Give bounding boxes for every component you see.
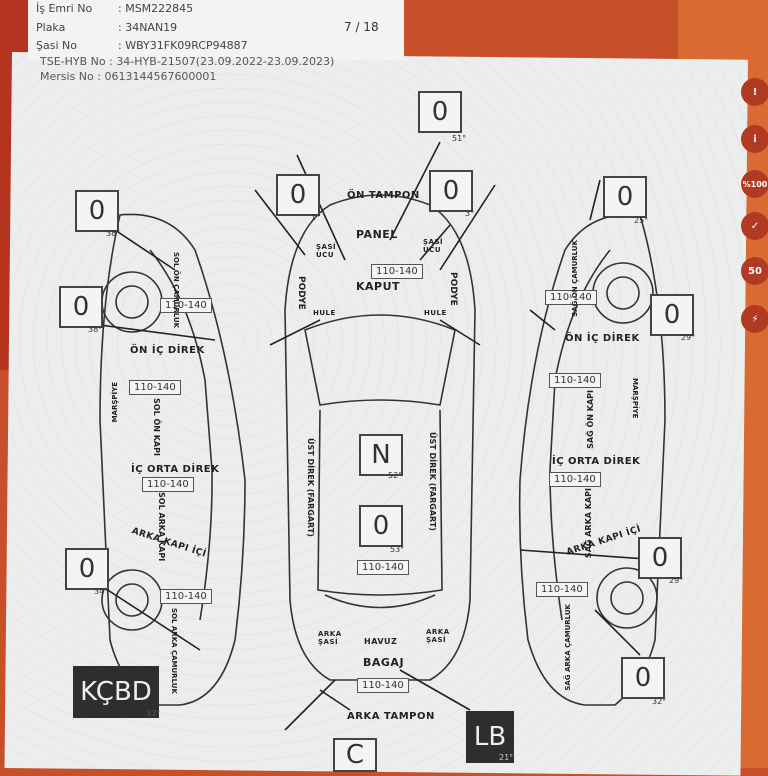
code-bagaj: 110-140 bbox=[357, 678, 409, 693]
box-right-rear: 0 bbox=[638, 537, 682, 579]
label-hule-left: HULE bbox=[313, 309, 336, 317]
label-sol-arka-kapi: SOL ARKA KAPI bbox=[157, 492, 166, 562]
box-c: C bbox=[333, 738, 377, 772]
plaka-label: Plaka bbox=[36, 21, 66, 34]
deg-roof: 52° bbox=[388, 471, 403, 480]
sasi-value: : WBY31FK09RCP94887 bbox=[118, 39, 248, 52]
box-left-rear: 0 bbox=[65, 548, 109, 590]
label-ic-orta-direk-left: İÇ ORTA DİREK bbox=[131, 464, 220, 475]
label-bagaj: BAGAJ bbox=[363, 656, 405, 669]
code-right-rear: 110-140 bbox=[536, 582, 588, 597]
code-trunk: 110-140 bbox=[357, 560, 409, 575]
percent-badge-icon: %100 bbox=[741, 170, 768, 198]
info-badge-icon: i bbox=[741, 125, 768, 153]
box-front-right: 0 bbox=[429, 170, 473, 212]
label-sag-on-camurluk: SAĞ ÖN ÇAMURLUK bbox=[571, 240, 579, 317]
box-trunk-lid: 0 bbox=[359, 505, 403, 547]
plaka-value: : 34NAN19 bbox=[118, 21, 178, 34]
label-ust-direk-right: ÜST DİREK (FARGART) bbox=[428, 432, 437, 531]
label-arka-sasi-right: ARKA ŞASİ bbox=[426, 628, 450, 644]
label-sol-on-kapi: SOL ÖN KAPI bbox=[152, 398, 161, 456]
box-top: 0 bbox=[418, 91, 462, 133]
label-marspiye-right: MARŞPİYE bbox=[631, 378, 639, 419]
deg-right-rear: 29° bbox=[669, 576, 684, 585]
code-right-front: 110-140 bbox=[545, 290, 597, 305]
label-sag-arka-camurluk: SAĞ ARKA ÇAMURLUK bbox=[564, 604, 572, 691]
deg-front-right: 3° bbox=[465, 209, 475, 218]
check-badge-icon: ✓ bbox=[741, 212, 768, 240]
label-podye-left: PODYE bbox=[296, 276, 306, 310]
is-emri-value: : MSM222845 bbox=[118, 2, 194, 15]
code-left-door: 110-140 bbox=[129, 380, 181, 395]
label-sag-arka-kapi: SAĞ ARKA KAPI bbox=[584, 488, 593, 559]
deg-top: 51° bbox=[452, 134, 467, 143]
code-left-rear-door: 110-140 bbox=[142, 477, 194, 492]
label-panel: PANEL bbox=[356, 228, 398, 241]
label-marspiye-left: MARŞPİYE bbox=[111, 382, 119, 423]
label-sasi-ucu-right: ŞASİ UCU bbox=[423, 238, 444, 254]
deg-right-fender: 29° bbox=[681, 333, 696, 342]
label-ust-direk-left: ÜST DİREK (FARGART) bbox=[306, 438, 315, 537]
box-left-fender: 0 bbox=[59, 286, 103, 328]
code-left-front: 110-140 bbox=[160, 298, 212, 313]
label-podye-right: PODYE bbox=[448, 272, 458, 306]
label-arka-tampon: ARKA TAMPON bbox=[347, 711, 435, 722]
box-left-front-fender: 0 bbox=[75, 190, 119, 232]
deg-right-front-fender: 25° bbox=[634, 216, 649, 225]
box-front-left: 0 bbox=[276, 174, 320, 216]
label-ic-orta-direk-right: İÇ ORTA DİREK bbox=[552, 456, 641, 467]
code-left-rear: 110-140 bbox=[160, 589, 212, 604]
deg-left-front-fender: 38° bbox=[106, 229, 121, 238]
label-sol-arka-camurluk: SOL ARKA ÇAMURLUK bbox=[170, 608, 178, 694]
is-emri-label: İş Emri No bbox=[36, 2, 93, 15]
label-sag-on-kapi: SAĞ ÖN KAPI bbox=[586, 390, 595, 449]
deg-left-rear: 34° bbox=[94, 587, 109, 596]
box-right-bottom: 0 bbox=[621, 657, 665, 699]
label-arka-sasi-left: ARKA ŞASİ bbox=[318, 630, 342, 646]
deg-right-bottom: 32° bbox=[652, 697, 667, 706]
tse-number: TSE-HYB No : 34-HYB-21507(23.09.2022-23.… bbox=[40, 55, 335, 68]
shield-badge-icon: ! bbox=[741, 78, 768, 106]
box-lb: LB bbox=[466, 711, 514, 763]
code-right-rear-door: 110-140 bbox=[549, 472, 601, 487]
label-on-ic-direk-right: ÖN İÇ DİREK bbox=[565, 333, 640, 344]
deg-trunk-lid: 53° bbox=[390, 545, 405, 554]
label-on-ic-direk-left: ÖN İÇ DİREK bbox=[130, 345, 205, 356]
mersis-number: Mersis No : 0613144567600001 bbox=[40, 70, 217, 83]
label-kaput: KAPUT bbox=[356, 280, 401, 293]
fifty-badge-icon: 50 bbox=[741, 257, 768, 285]
sasi-label: Şasi No bbox=[36, 39, 77, 52]
box-roof: N bbox=[359, 434, 403, 476]
label-havuz: HAVUZ bbox=[364, 637, 398, 646]
box-kcbd: KÇBD bbox=[73, 666, 159, 718]
page-number: 7 / 18 bbox=[344, 20, 379, 34]
code-panel: 110-140 bbox=[371, 264, 423, 279]
deg-kcbd: 33° bbox=[146, 709, 161, 718]
code-right-door: 110-140 bbox=[549, 373, 601, 388]
document-header: İş Emri No : MSM222845 Plaka : 34NAN19 Ş… bbox=[28, 0, 404, 60]
label-on-tampon: ÖN TAMPON bbox=[347, 190, 420, 201]
box-right-fender: 0 bbox=[650, 294, 694, 336]
label-hule-right: HULE bbox=[424, 309, 447, 317]
deg-left-fender: 38° bbox=[88, 325, 103, 334]
label-sol-on-camurluk: SOL ÖN ÇAMURLUK bbox=[172, 252, 180, 329]
box-right-front-fender: 0 bbox=[603, 176, 647, 218]
voltage-badge-icon: ⚡ bbox=[741, 305, 768, 333]
deg-lb: 21° bbox=[499, 753, 514, 762]
label-sasi-ucu-left: ŞASİ UCU bbox=[316, 243, 337, 259]
deg-front-left: 1° bbox=[311, 213, 321, 222]
